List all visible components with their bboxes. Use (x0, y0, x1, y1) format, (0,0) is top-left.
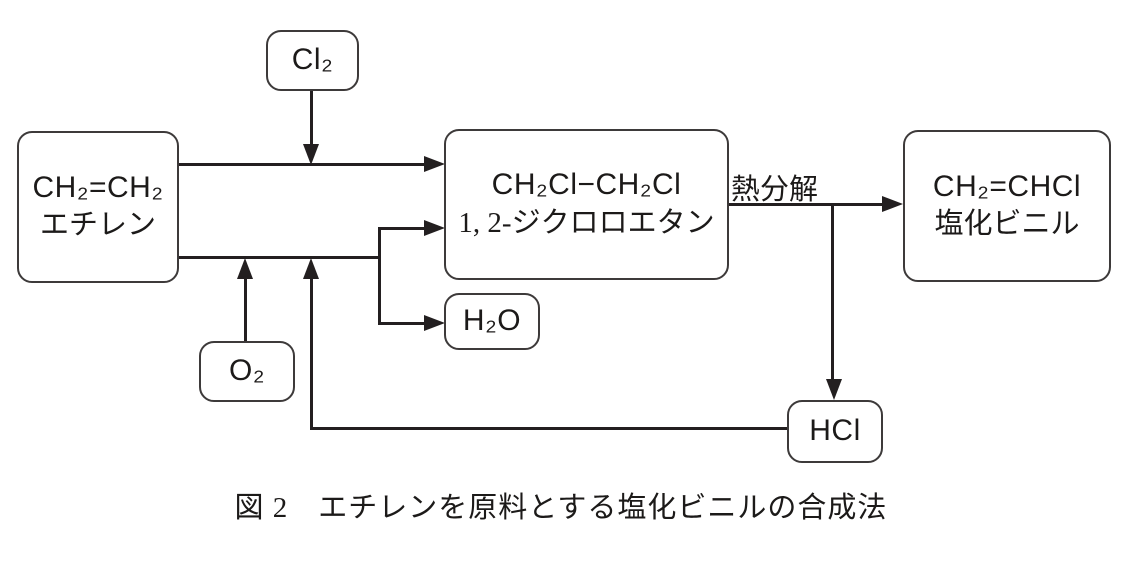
pyrolysis-label: 熱分解 (731, 174, 819, 206)
edge-hcl-recycle-horizontal (310, 427, 787, 430)
edge-pyrolysis-to-hcl (831, 203, 834, 380)
arrowhead-hcl-into-lower-line (303, 258, 319, 279)
dichloroethane-formula: CH₂Cl−CH₂Cl (491, 168, 682, 202)
water-formula: H₂O (462, 304, 522, 338)
arrowhead-into-dce-lower (424, 220, 445, 236)
node-ethylene: CH₂=CH₂ エチレン (17, 131, 179, 283)
ethylene-formula: CH₂=CH₂ (32, 170, 164, 204)
arrowhead-into-hcl (826, 379, 842, 400)
chlorine-formula: Cl₂ (291, 43, 334, 77)
edge-ethylene-to-dce-top (179, 163, 425, 166)
dichloroethane-name: 1, 2-ジクロロエタン (458, 206, 715, 239)
arrowhead-into-vinyl-chloride (882, 196, 903, 212)
hydrogen-chloride-formula: HCl (809, 414, 861, 448)
edge-o2-up (244, 279, 247, 341)
node-chlorine: Cl₂ (266, 30, 359, 91)
edge-split-vertical (378, 227, 381, 325)
edge-branch-to-dce (378, 227, 424, 230)
vinyl-chloride-name: 塩化ビニル (934, 208, 1080, 241)
edge-hcl-recycle-vertical (310, 279, 313, 430)
edge-pyrolysis (728, 203, 883, 206)
node-hydrogen-chloride: HCl (787, 400, 883, 463)
edge-ethylene-lower (179, 256, 381, 259)
figure-caption: 図 2 エチレンを原料とする塩化ビニルの合成法 (234, 492, 888, 524)
ethylene-name: エチレン (39, 209, 156, 242)
arrowhead-o2-into-lower-line (237, 258, 253, 279)
arrowhead-into-water (424, 315, 445, 331)
node-dichloroethane: CH₂Cl−CH₂Cl 1, 2-ジクロロエタン (444, 129, 729, 280)
arrowhead-into-dce-top (424, 156, 445, 172)
edge-branch-to-water (378, 322, 424, 325)
node-water: H₂O (444, 293, 540, 350)
node-oxygen: O₂ (199, 341, 295, 402)
edge-cl2-down (310, 90, 313, 144)
oxygen-formula: O₂ (229, 354, 265, 388)
vinyl-chloride-formula: CH₂=CHCl (932, 169, 1082, 203)
node-vinyl-chloride: CH₂=CHCl 塩化ビニル (903, 130, 1111, 282)
arrowhead-cl2-into-top-line (303, 144, 319, 165)
